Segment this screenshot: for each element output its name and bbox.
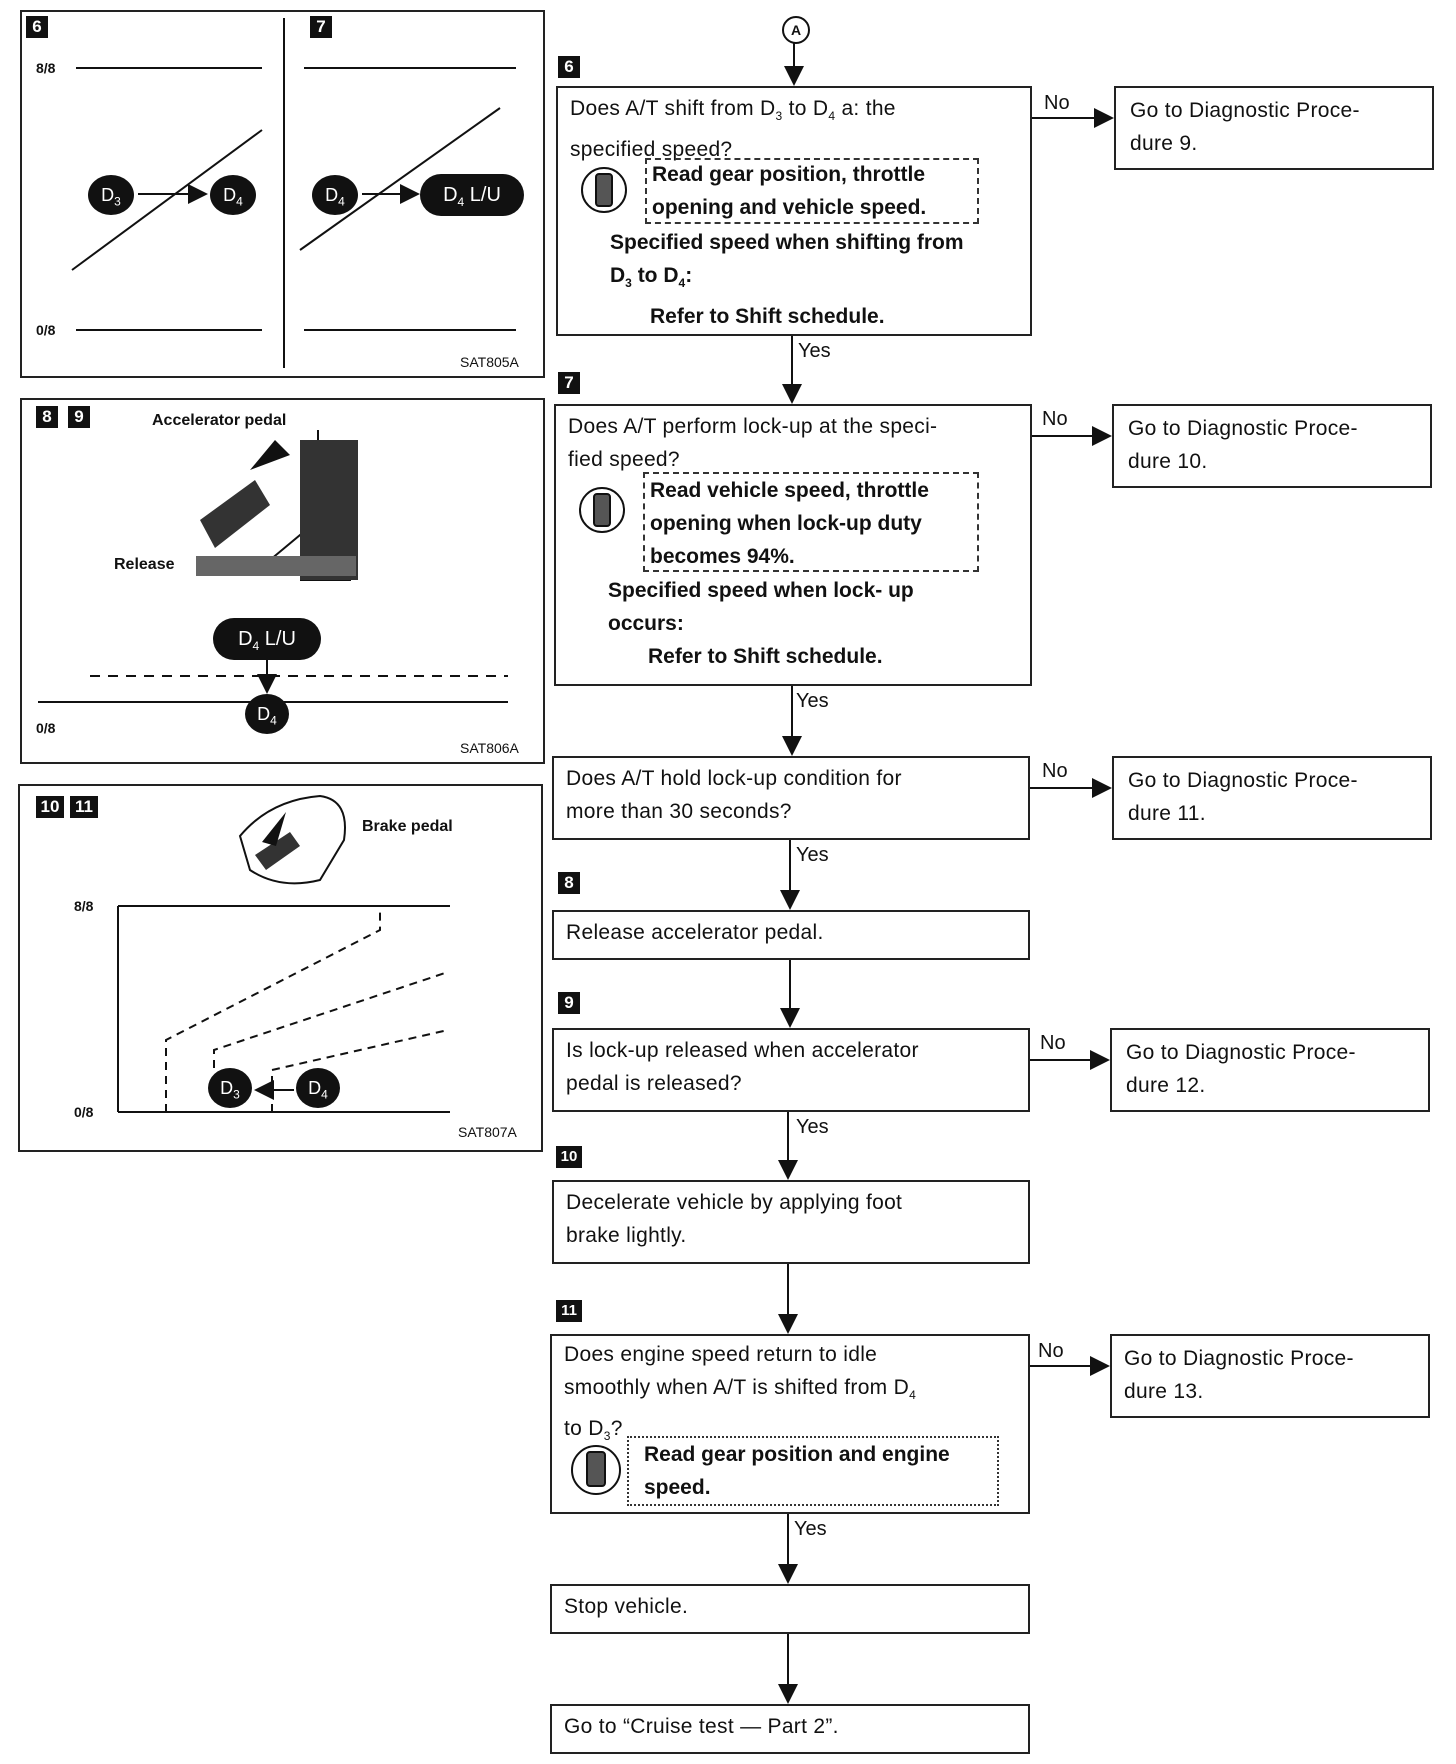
- no-label: No: [1040, 1032, 1066, 1054]
- step7-question: Does A/T perform lock-up at the speci-fi…: [568, 415, 938, 471]
- step11-read-box: [627, 1436, 999, 1506]
- step-badge: 7: [558, 372, 580, 394]
- step10-box: [552, 1180, 1030, 1264]
- step6-box: [556, 86, 1032, 336]
- stop-vehicle-box: [550, 1584, 1030, 1634]
- yes-label: Yes: [796, 844, 829, 866]
- cruise-test-box: [550, 1704, 1030, 1754]
- goto-proc-13-text: Go to Diagnostic Proce-dure 13.: [1124, 1347, 1354, 1403]
- d4-lockup-pill: D4 L/U: [420, 174, 524, 216]
- step-badge: 10: [36, 796, 64, 818]
- goto-proc-11-text: Go to Diagnostic Proce-dure 11.: [1128, 769, 1358, 825]
- yes-label: Yes: [796, 1116, 829, 1138]
- y-axis-bottom-label: 0/8: [36, 720, 56, 736]
- no-label: No: [1044, 92, 1070, 114]
- accelerator-pedal-label: Accelerator pedal: [152, 412, 287, 429]
- step11-box: [550, 1334, 1030, 1514]
- yes-label: Yes: [794, 1518, 827, 1540]
- step-badge: 11: [70, 796, 98, 818]
- step-badge: 8: [558, 872, 580, 894]
- no-label: No: [1042, 760, 1068, 782]
- step-hold-lockup-box: [552, 756, 1030, 840]
- d4-lockup-pill: D4 L/U: [213, 618, 321, 660]
- step-badge: 8: [36, 406, 58, 428]
- goto-proc-9: [1114, 86, 1434, 170]
- no-label: No: [1038, 1340, 1064, 1362]
- y-axis-top-label: 8/8: [36, 60, 56, 76]
- y-axis-bottom-label: 0/8: [36, 322, 56, 338]
- step6-question: Does A/T shift from D3 to D4 a: the spec…: [570, 97, 896, 162]
- goto-proc-12-text: Go to Diagnostic Proce-dure 12.: [1126, 1041, 1356, 1097]
- step6-spec: Specified speed when shifting from D3 to…: [610, 231, 964, 329]
- y-axis-bottom-label: 0/8: [74, 1104, 94, 1120]
- step-badge: 9: [68, 406, 90, 428]
- step-badge: 6: [26, 16, 48, 38]
- figure-code: SAT806A: [460, 740, 519, 756]
- brake-pedal-label: Brake pedal: [362, 818, 453, 835]
- step8-text: Release accelerator pedal.: [566, 921, 824, 944]
- goto-proc-12: [1110, 1028, 1430, 1112]
- goto-proc-10-text: Go to Diagnostic Proce-dure 10.: [1128, 417, 1358, 473]
- goto-proc-9-text: Go to Diagnostic Proce-dure 9.: [1130, 99, 1360, 155]
- step-badge: 9: [558, 992, 580, 1014]
- connector-a: A: [782, 16, 810, 44]
- cruise-test-text: Go to “Cruise test — Part 2”.: [564, 1715, 839, 1738]
- no-label: No: [1042, 408, 1068, 430]
- gear-d3-circle: D3: [208, 1068, 252, 1108]
- step7-box: [554, 404, 1032, 686]
- figure-code: SAT805A: [460, 354, 519, 370]
- figure-code: SAT807A: [458, 1124, 517, 1140]
- gear-d4-circle-2: D4: [312, 175, 358, 215]
- step7-read-box: [643, 472, 979, 572]
- goto-proc-10: [1112, 404, 1432, 488]
- goto-proc-11: [1112, 756, 1432, 840]
- gear-d3-circle: D3: [88, 175, 134, 215]
- gear-d4-circle: D4: [210, 175, 256, 215]
- yes-label: Yes: [798, 340, 831, 362]
- stop-vehicle-text: Stop vehicle.: [564, 1595, 689, 1618]
- step8-box: [552, 910, 1030, 960]
- gear-d4-circle: D4: [296, 1068, 340, 1108]
- step-badge: 10: [556, 1146, 582, 1168]
- step-badge: 7: [310, 16, 332, 38]
- goto-proc-13: [1110, 1334, 1430, 1418]
- step6-read-box: [645, 158, 979, 224]
- step-badge: 6: [558, 56, 580, 78]
- step11-question: Does engine speed return to idle smoothl…: [564, 1343, 917, 1444]
- figure-brake-pedal: [18, 784, 543, 1152]
- release-label: Release: [114, 556, 175, 573]
- yes-label: Yes: [796, 690, 829, 712]
- y-axis-top-label: 8/8: [74, 898, 94, 914]
- step-badge: 11: [556, 1300, 582, 1322]
- step9-box: [552, 1028, 1030, 1112]
- gear-d4-circle: D4: [245, 694, 289, 734]
